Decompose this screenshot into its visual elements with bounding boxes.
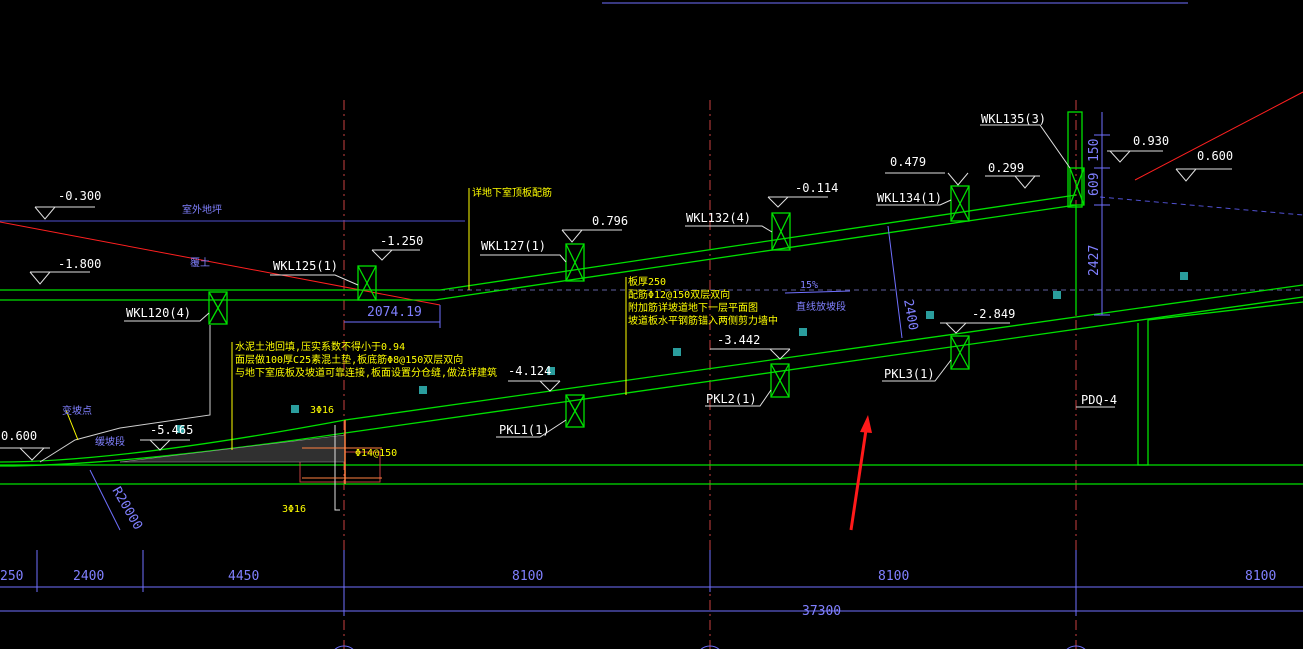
beam-label: WKL120(4) [126,306,191,320]
dim-text: 37300 [802,604,841,619]
beam-label: WKL135(3) [981,112,1046,126]
dim-text: 4450 [228,569,259,584]
leaders [124,124,1115,438]
ramp-slab-top [0,284,1303,463]
ground-dashed [1099,196,1303,216]
dim-text: 8100 [512,569,543,584]
level-label: -4.124 [508,364,551,378]
rebar-label: 3Φ16 [282,504,306,515]
level-label: -2.849 [972,307,1015,321]
column-top [1067,111,1083,208]
note-text: 覆土 [190,256,210,269]
beam-label: PKL2(1) [706,392,757,406]
beam-label: WKL127(1) [481,239,546,253]
cut-line-left [0,221,441,306]
dim-text: 250 [0,569,23,584]
note-text: 室外地坪 [182,203,222,216]
cut-line-right [1134,91,1303,181]
note-text: 附加筋详坡道地下一层平面图 [628,301,758,314]
note-text: 变坡点 [62,404,92,417]
level-markers [0,150,1232,461]
ramp-slab-bottom [0,296,1303,467]
note-text: 板厚250 [628,275,666,288]
note-text: 直线放坡段 [796,300,846,313]
level-texts: -0.300 -1.800 -1.250 0.796 -0.114 0.479 … [1,134,1233,443]
beam-label: PKL1(1) [499,423,550,437]
annotation-notes: 详地下室顶板配筋 板厚250 配筋Φ12@150双层双向 附加筋详坡道地下一层平… [235,186,778,515]
beam-label: PKL3(1) [884,367,935,381]
annotation-leaders [65,188,627,450]
dim-text: 8100 [878,569,909,584]
dim-text: 2074.19 [367,305,422,320]
red-arrow [849,415,872,531]
dim-text: 2400 [73,569,104,584]
level-label: -1.800 [58,257,101,271]
axis-bubbles [334,645,1086,649]
rebar-label: 3Φ16 [310,405,334,416]
grid-markers [176,272,1188,433]
blue-notes: 室外地坪 覆土 15% 直线放坡段 变坡点 缓坡段 [62,203,846,448]
note-text: 15% [800,280,818,291]
note-text: 配筋Φ12@150双层双向 [628,288,730,301]
dim-text: 2427 [1087,245,1102,276]
wall-label: PDQ-4 [1081,393,1117,407]
beam-label: WKL134(1) [877,191,942,205]
roof-slab-bottom [0,204,1077,301]
dim-text: 609 [1087,173,1102,196]
excavation-outline [39,325,211,463]
level-label: -0.300 [58,189,101,203]
level-label: 0.930 [1133,134,1169,148]
level-label: 0.600 [1,429,37,443]
structure [0,111,1303,485]
level-label: -3.442 [717,333,760,347]
column-axes [343,100,1077,649]
level-label: -0.114 [795,181,838,195]
level-label: 0.796 [592,214,628,228]
note-text: 详地下室顶板配筋 [472,186,552,199]
note-text: 缓坡段 [95,435,125,448]
level-label: 0.299 [988,161,1024,175]
note-text: 坡道板水平钢筋锚入两侧剪力墙中 [628,314,778,327]
dim-text: 150 [1087,139,1102,162]
dim-text: 8100 [1245,569,1276,584]
dim-text: R20000 [109,485,145,533]
rebar-label: Φ14@150 [355,448,397,459]
level-label: 0.600 [1197,149,1233,163]
level-label: 0.479 [890,155,926,169]
right-wall [1137,301,1303,466]
beam-label: WKL125(1) [273,259,338,273]
note-text: 水泥土池回填,压实系数不得小于0.94 [235,340,405,353]
note-text: 面层做100厚C25素混土垫,板底筋Φ8@150双层双向 [235,353,463,366]
dimension-lines [0,112,1303,616]
beam-labels: WKL135(3) WKL134(1) WKL132(4) WKL127(1) … [126,112,1117,437]
level-label: -1.250 [380,234,423,248]
level-label: -5.465 [150,423,193,437]
beam-label: WKL132(4) [686,211,751,225]
note-text: 与地下室底板及坡道可靠连接,板面设置分仓缝,做法详建筑 [235,366,497,379]
roof-slab-top [0,194,1077,291]
dim-text: 2400 [900,298,920,331]
